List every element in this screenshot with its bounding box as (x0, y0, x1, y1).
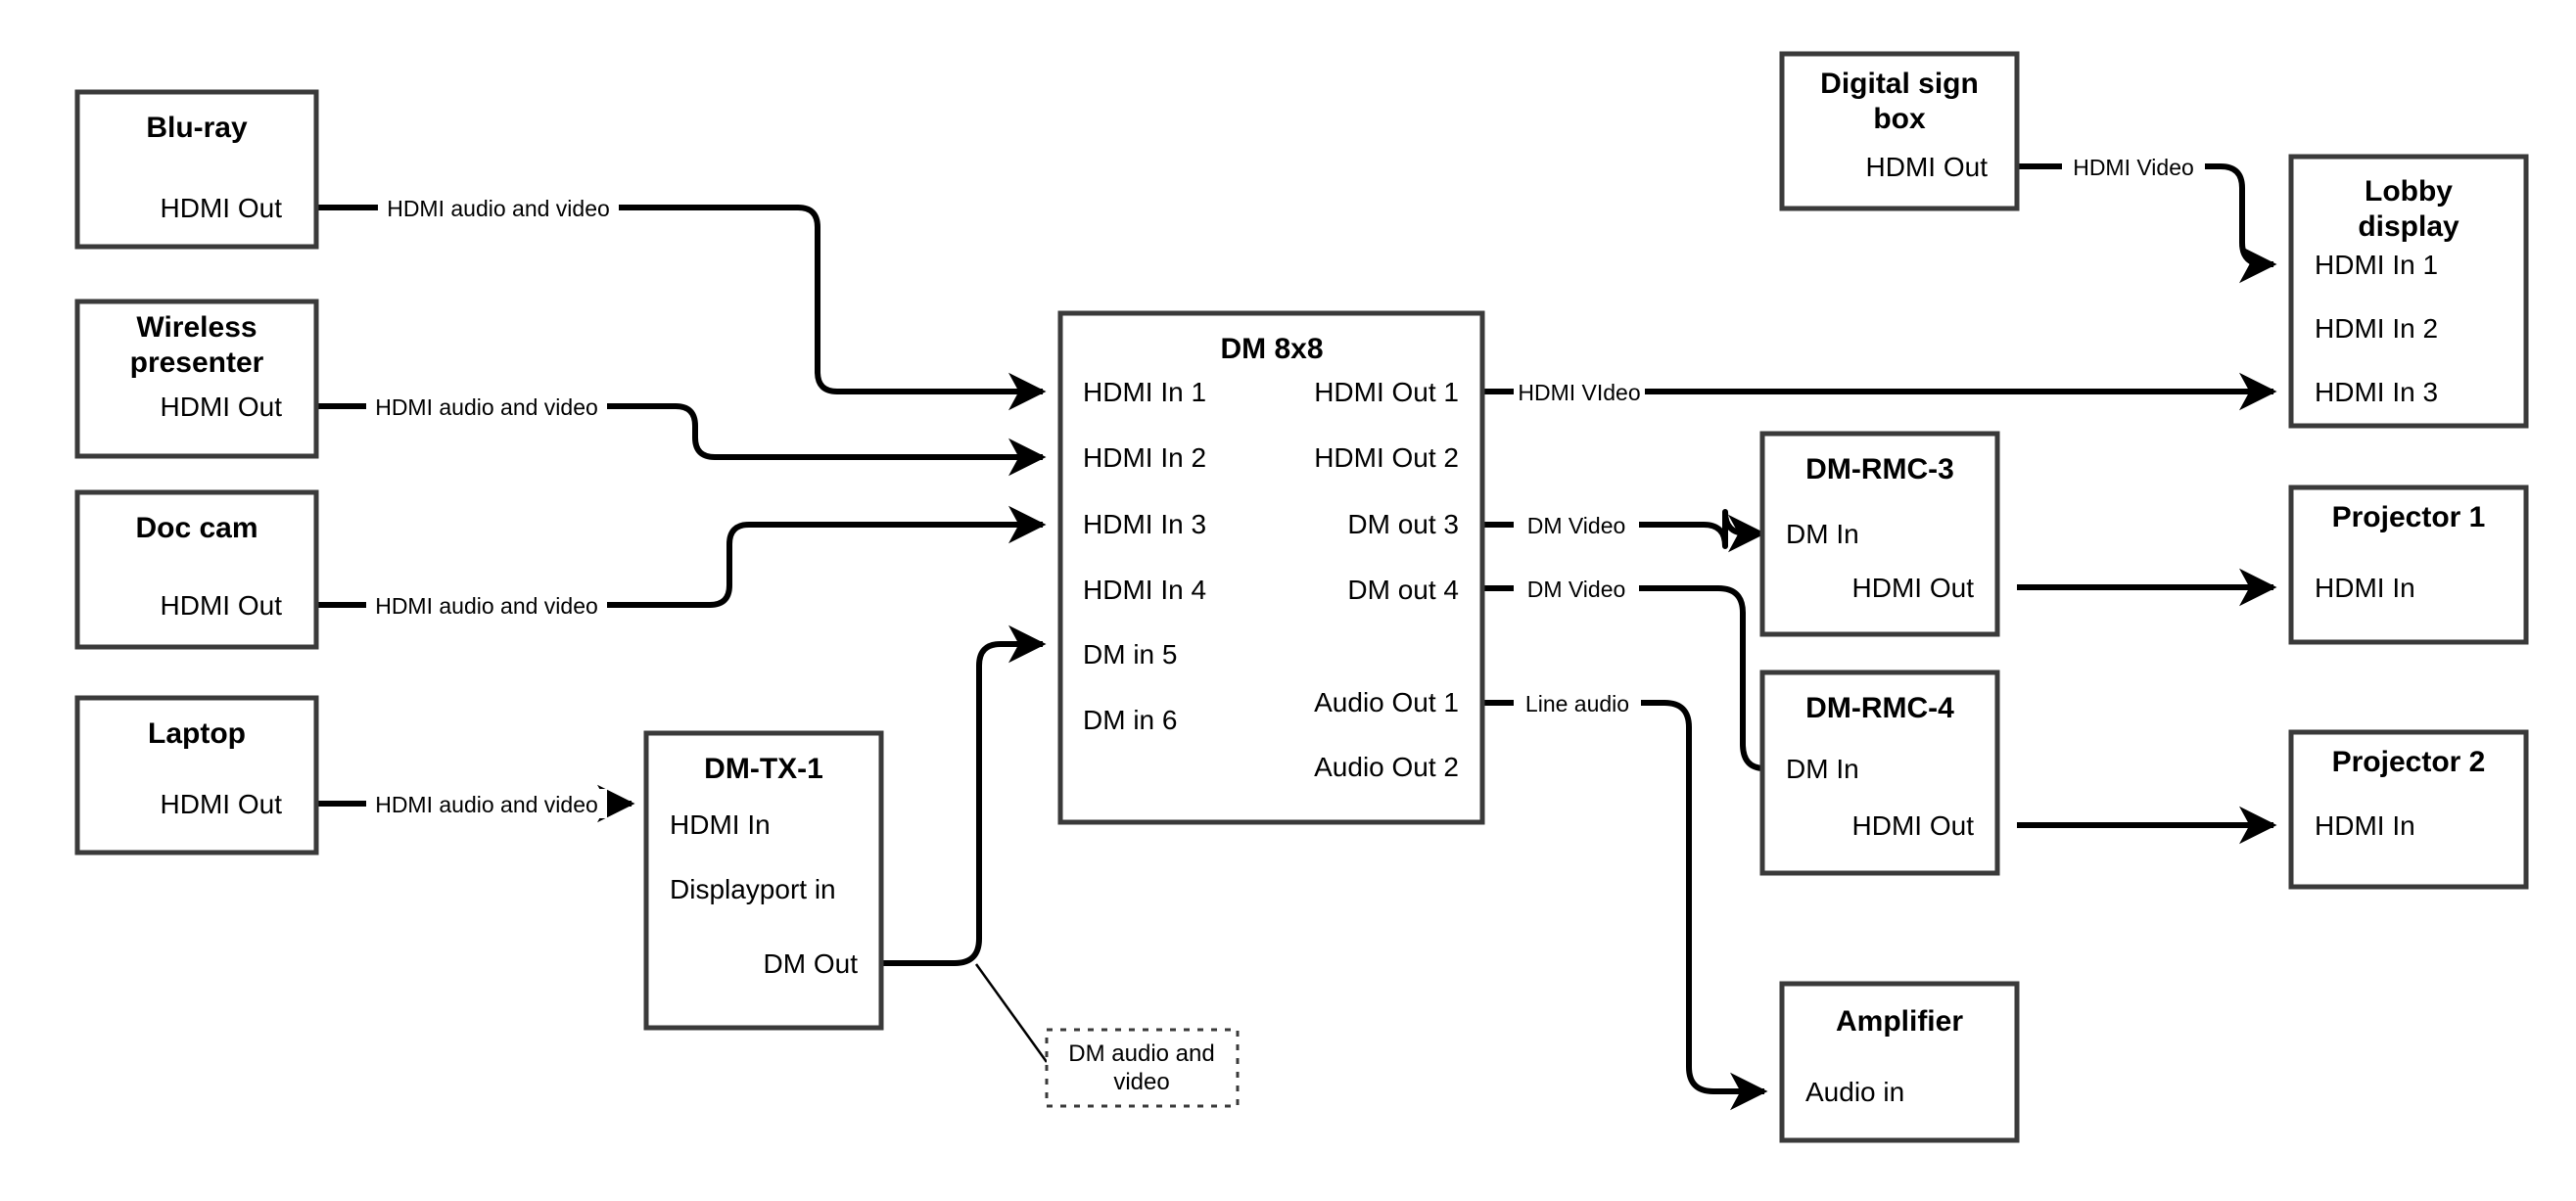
node-dm-tx-1-port-dm-out: DM Out (764, 948, 859, 979)
node-bluray-title: Blu-ray (146, 112, 248, 144)
link-label-dm8x8-out3-to-rmc3: DM Video (1514, 510, 1639, 539)
node-dm-rmc-4[interactable]: DM-RMC-4 DM In HDMI Out (1759, 670, 2000, 876)
node-bluray[interactable]: Blu-ray HDMI Out (74, 89, 319, 250)
node-dm-8x8-input-4: HDMI In 4 (1083, 575, 1206, 605)
svg-text:Line audio: Line audio (1525, 691, 1629, 716)
node-dm-8x8[interactable]: DM 8x8 HDMI In 1 HDMI In 2 HDMI In 3 HDM… (1057, 310, 1485, 825)
node-amplifier-title: Amplifier (1836, 1005, 1963, 1038)
wire-dm8x8-audio1-to-amplifier (1482, 700, 1768, 1111)
wire-dmtx1-to-dm8x8 (881, 624, 1047, 966)
node-lobby-display-port-hdmi-in-3: HDMI In 3 (2315, 377, 2438, 407)
node-lobby-display-title-line2: display (2358, 210, 2459, 243)
node-dm-8x8-input-1: HDMI In 1 (1083, 377, 1206, 407)
node-dm-tx-1[interactable]: DM-TX-1 HDMI In Displayport in DM Out (643, 730, 884, 1031)
link-label-dm8x8-audio1-to-amplifier: Line audio (1514, 688, 1641, 717)
link-label-dm8x8-out4-to-rmc4: DM Video (1514, 574, 1639, 603)
node-dm-tx-1-port-hdmi-in: HDMI In (670, 809, 771, 840)
node-lobby-display-port-hdmi-in-2: HDMI In 2 (2315, 313, 2438, 344)
node-dm-8x8-input-2: HDMI In 2 (1083, 442, 1206, 473)
node-dm-rmc-4-port-dm-in: DM In (1786, 754, 1859, 784)
node-laptop[interactable]: Laptop HDMI Out (74, 695, 319, 855)
node-laptop-title: Laptop (148, 717, 246, 750)
node-dm-rmc-3-port-hdmi-out: HDMI Out (1852, 573, 1975, 603)
node-wireless-presenter[interactable]: Wireless presenter HDMI Out (74, 299, 319, 459)
callout-dm-audio-and-video: DM audio and video (1045, 1028, 1240, 1108)
node-bluray-port-hdmi-out: HDMI Out (161, 193, 283, 223)
node-projector-1-title: Projector 1 (2332, 501, 2486, 533)
node-dm-8x8-output-6: Audio Out 2 (1314, 752, 1459, 782)
node-dm-tx-1-port-displayport-in: Displayport in (670, 874, 836, 904)
svg-text:DM Video: DM Video (1527, 577, 1626, 602)
node-dm-8x8-output-1: HDMI Out 1 (1314, 377, 1459, 407)
node-digital-sign-box[interactable]: Digital sign box HDMI Out (1779, 51, 2020, 211)
svg-text:HDMI VIdeo: HDMI VIdeo (1518, 380, 1640, 405)
node-dm-rmc-4-title: DM-RMC-4 (1805, 692, 1954, 724)
link-label-bluray-to-dm8x8: HDMI audio and video (378, 193, 619, 222)
node-laptop-port-hdmi-out: HDMI Out (161, 789, 283, 819)
svg-text:DM Video: DM Video (1527, 513, 1626, 538)
node-dm-rmc-3[interactable]: DM-RMC-3 DM In HDMI Out (1759, 431, 2000, 637)
wire-dm8x8-out4-to-rmc4 (1482, 585, 1797, 788)
node-dm-rmc-4-port-hdmi-out: HDMI Out (1852, 810, 1975, 841)
node-lobby-display[interactable]: Lobby display HDMI In 1 HDMI In 2 HDMI I… (2288, 154, 2529, 429)
node-amplifier[interactable]: Amplifier Audio in (1779, 981, 2020, 1143)
link-label-signbox-to-lobby: HDMI Video (2062, 152, 2205, 181)
node-lobby-display-title-line1: Lobby (2365, 175, 2453, 208)
node-projector-1[interactable]: Projector 1 HDMI In (2288, 485, 2529, 645)
node-wireless-presenter-title-line2: presenter (130, 346, 264, 379)
link-label-doccam-to-dm8x8: HDMI audio and video (366, 590, 607, 620)
svg-text:HDMI audio and video: HDMI audio and video (375, 394, 598, 420)
svg-text:HDMI audio and video: HDMI audio and video (387, 196, 610, 221)
wire-bluray-to-dm8x8 (316, 205, 1047, 411)
callout-dm-audio-and-video-line1: DM audio and (1068, 1040, 1214, 1067)
node-projector-2-port-hdmi-in: HDMI In (2315, 810, 2415, 841)
node-dm-rmc-3-port-dm-in: DM In (1786, 519, 1859, 549)
node-dm-8x8-output-5: Audio Out 1 (1314, 687, 1459, 717)
wire-doccam-to-dm8x8 (316, 505, 1047, 608)
node-amplifier-port-audio-in: Audio in (1805, 1077, 1904, 1107)
node-doc-cam-title: Doc cam (135, 512, 258, 544)
node-wireless-presenter-title-line1: Wireless (136, 311, 257, 344)
node-projector-2-title: Projector 2 (2332, 746, 2486, 778)
node-dm-8x8-input-5: DM in 5 (1083, 639, 1177, 670)
wire-dm8x8-out3-to-rmc3 (1482, 509, 1766, 553)
node-digital-sign-box-title-line2: box (1873, 103, 1926, 135)
link-label-wireless-to-dm8x8: HDMI audio and video (366, 392, 607, 421)
node-digital-sign-box-title-line1: Digital sign (1820, 68, 1979, 100)
link-label-laptop-to-dmtx1: HDMI audio and video (366, 789, 607, 818)
node-wireless-presenter-port-hdmi-out: HDMI Out (161, 392, 283, 422)
node-dm-8x8-input-6: DM in 6 (1083, 705, 1177, 735)
svg-text:HDMI Video: HDMI Video (2073, 155, 2194, 180)
node-doc-cam-port-hdmi-out: HDMI Out (161, 590, 283, 621)
node-dm-8x8-title: DM 8x8 (1220, 333, 1323, 365)
leader-dm-audio-video (974, 963, 1049, 1063)
node-dm-8x8-input-3: HDMI In 3 (1083, 509, 1206, 539)
node-projector-1-port-hdmi-in: HDMI In (2315, 573, 2415, 603)
svg-text:HDMI audio and video: HDMI audio and video (375, 792, 598, 817)
node-lobby-display-port-hdmi-in-1: HDMI In 1 (2315, 250, 2438, 280)
node-doc-cam[interactable]: Doc cam HDMI Out (74, 489, 319, 650)
callout-dm-audio-and-video-line2: video (1113, 1069, 1169, 1095)
node-projector-2[interactable]: Projector 2 HDMI In (2288, 729, 2529, 890)
node-digital-sign-box-port-hdmi-out: HDMI Out (1866, 152, 1989, 182)
node-dm-8x8-output-4: DM out 4 (1347, 575, 1459, 605)
link-label-dm8x8-out1-to-lobby: HDMI VIdeo (1514, 377, 1645, 406)
wire-wireless-to-dm8x8 (316, 403, 1047, 477)
wire-signbox-to-lobby (2017, 163, 2277, 284)
node-dm-8x8-output-3: DM out 3 (1347, 509, 1459, 539)
svg-text:HDMI audio and video: HDMI audio and video (375, 593, 598, 619)
node-dm-8x8-output-2: HDMI Out 2 (1314, 442, 1459, 473)
node-dm-rmc-3-title: DM-RMC-3 (1805, 453, 1954, 485)
node-dm-tx-1-title: DM-TX-1 (704, 753, 823, 785)
